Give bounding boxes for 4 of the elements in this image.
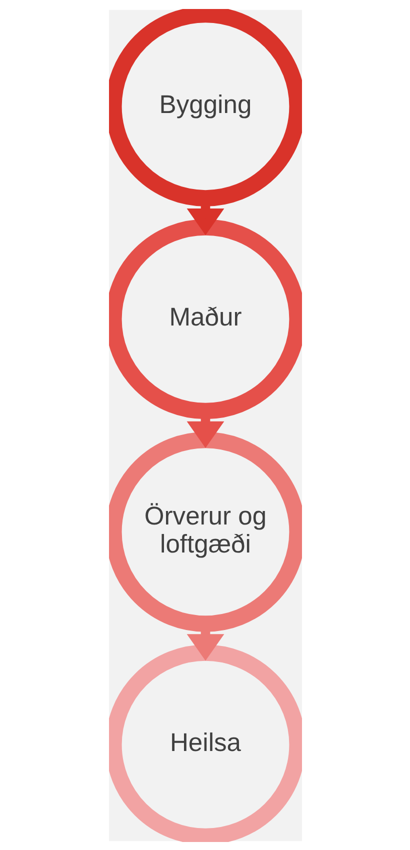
node-circle: Bygging — [108, 8, 302, 206]
node-circle: Maður — [108, 218, 302, 419]
node-circle: Heilsa — [108, 644, 302, 842]
node-circle: Örverur og loftgæði — [108, 431, 302, 632]
